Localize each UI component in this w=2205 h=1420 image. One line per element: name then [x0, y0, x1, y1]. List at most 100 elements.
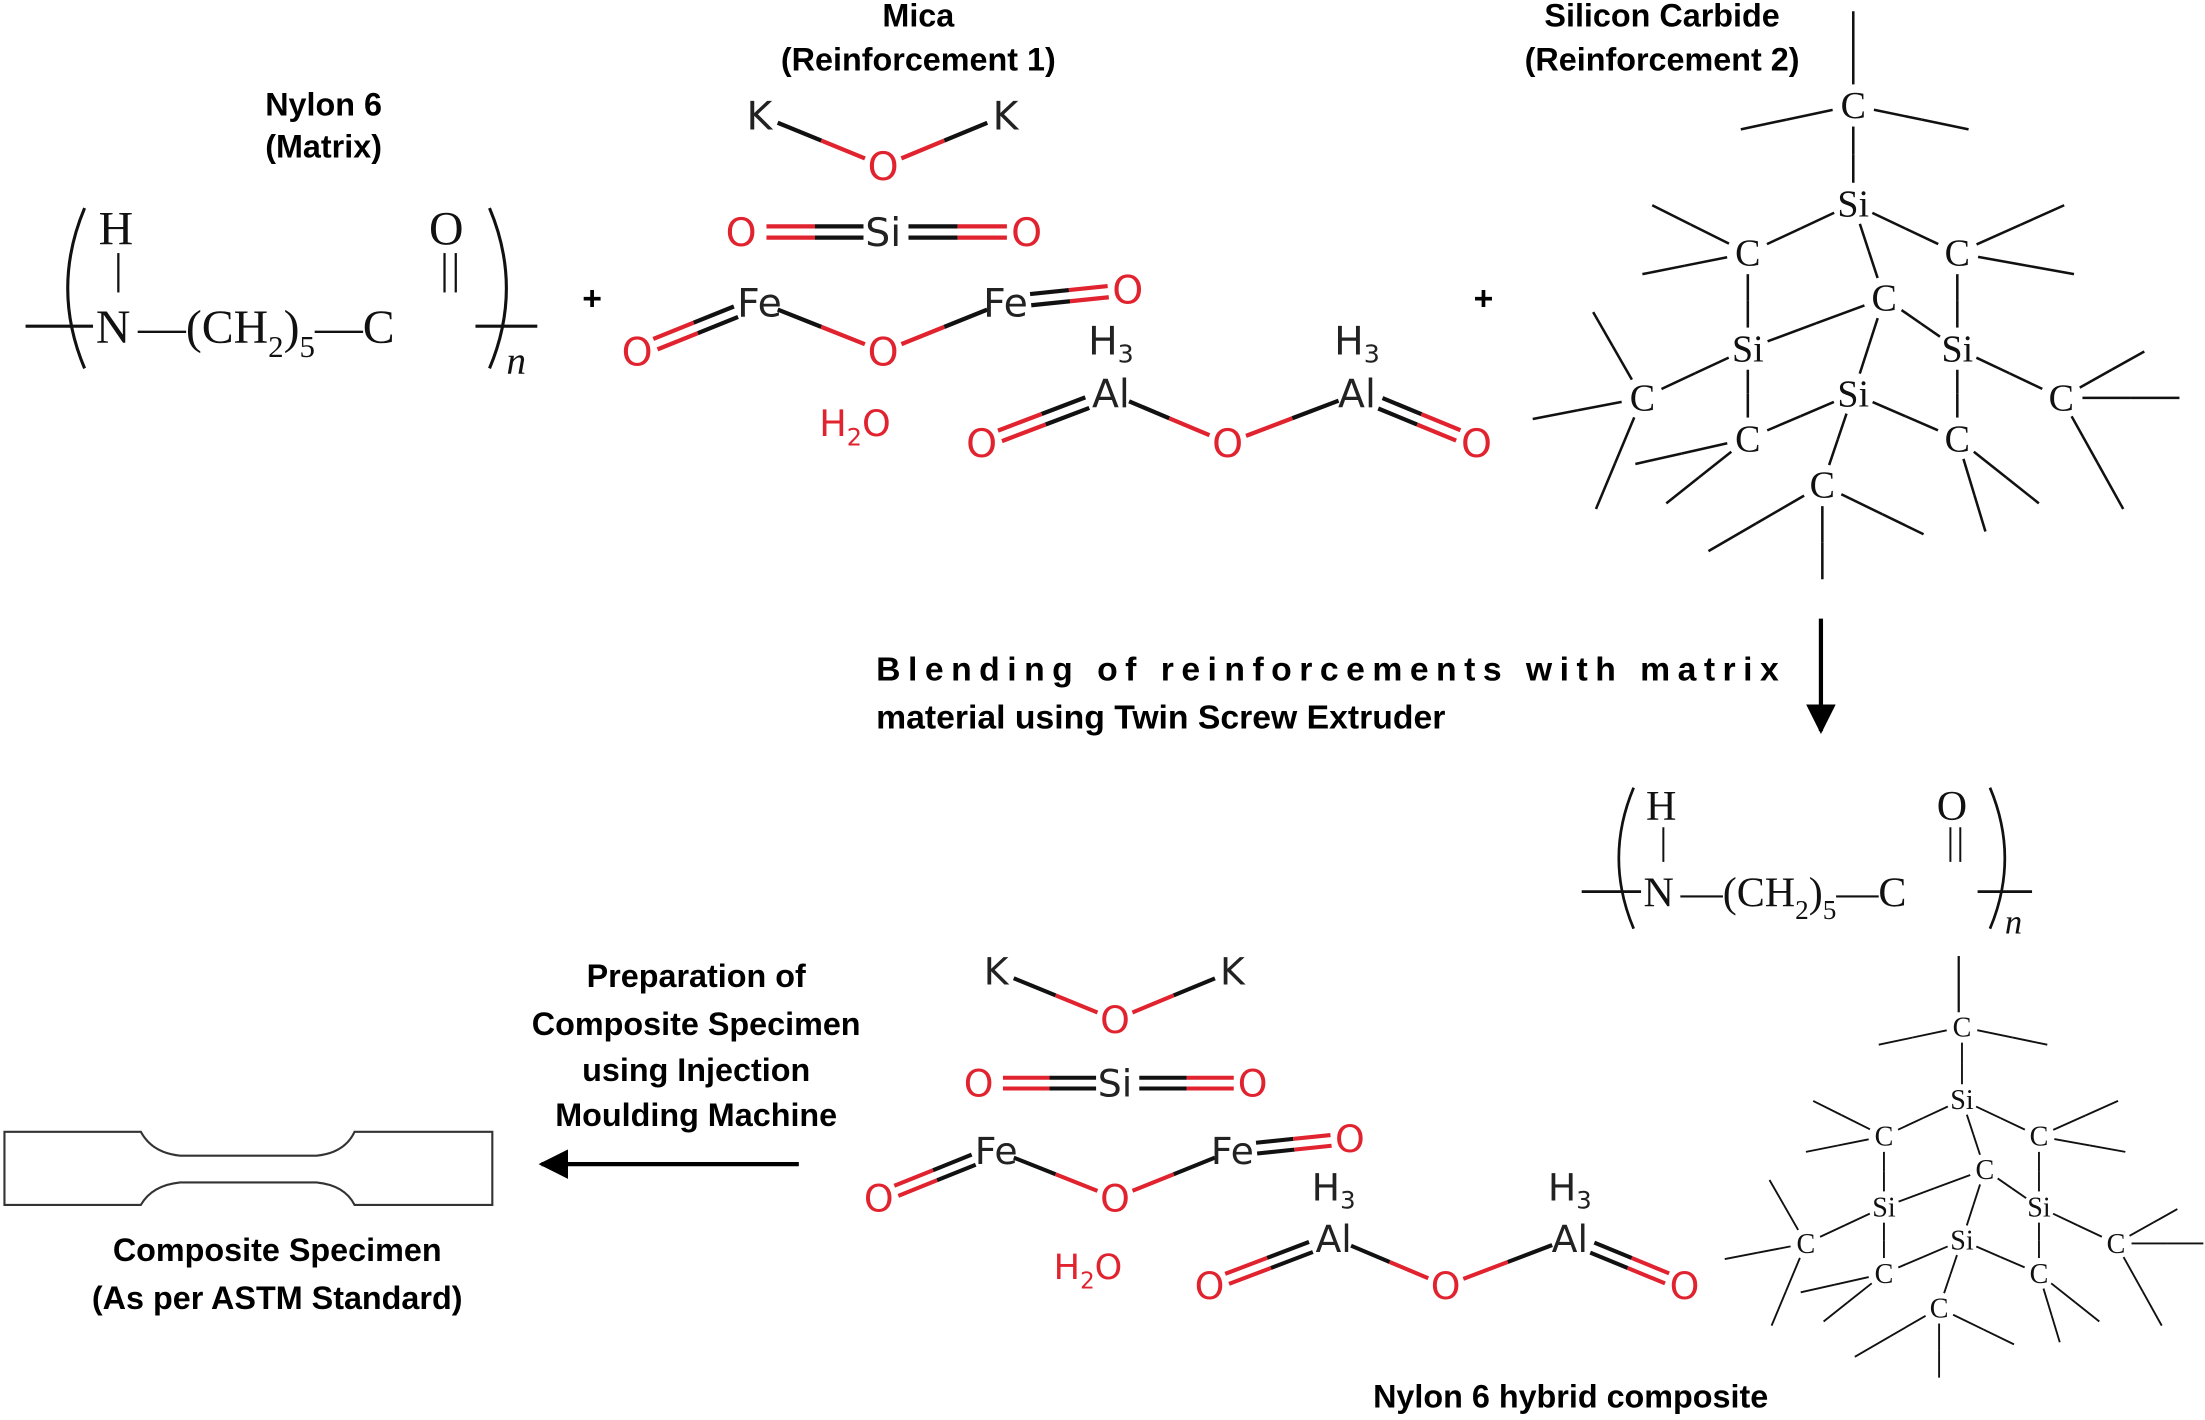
atom-o: O — [1212, 421, 1243, 467]
bond — [2052, 1212, 2078, 1227]
sic-title: Silicon Carbide — [1544, 0, 1779, 34]
atom-si: Si — [865, 210, 901, 256]
atom-fe: Fe — [983, 280, 1028, 326]
bond — [1172, 976, 1216, 998]
atom-k: K — [993, 93, 1020, 139]
specimen-subtitle: (As per ASTM Standard) — [92, 1280, 463, 1316]
bond — [1532, 409, 1578, 421]
bond — [1589, 1250, 1629, 1270]
blending-text-line1: Blending of reinforcements with matrix — [876, 650, 1779, 688]
atom-c: C — [1930, 1293, 1949, 1324]
bond — [656, 331, 699, 352]
right-bracket — [488, 207, 508, 369]
bond — [2096, 462, 2125, 510]
bond — [1128, 399, 1171, 421]
bond — [1977, 255, 2027, 267]
bond — [1889, 1314, 1927, 1338]
bond — [2054, 1138, 2090, 1147]
bond — [1977, 1029, 2013, 1039]
atom-si: Si — [1950, 1085, 1974, 1116]
atom-o: O — [1100, 998, 1130, 1042]
bond — [1576, 400, 1622, 412]
formula-part: ) — [284, 301, 300, 354]
bond — [1626, 1266, 1666, 1286]
bond — [1819, 1224, 1846, 1238]
atom-k: K — [1220, 950, 1246, 994]
bond — [1812, 1100, 1843, 1116]
atom-o: O — [868, 144, 899, 190]
bond — [1770, 1291, 1787, 1326]
bond — [1871, 211, 1906, 230]
bond — [1872, 400, 1906, 418]
bond — [1912, 1029, 1947, 1039]
bond — [1381, 396, 1423, 417]
bond — [2052, 1114, 2087, 1131]
water-sub: 2 — [847, 424, 862, 452]
atom-o: O — [1461, 421, 1492, 467]
bond — [1854, 1335, 1891, 1358]
water-o: O — [862, 402, 891, 445]
atom-si: Si — [1950, 1226, 1974, 1257]
bond — [1594, 462, 1617, 510]
bond — [943, 307, 989, 329]
bond — [1593, 1240, 1633, 1260]
bond — [1681, 442, 1728, 455]
oxygen-atom: O — [429, 203, 464, 256]
bond — [1660, 372, 1696, 391]
bond — [2089, 1144, 2126, 1153]
formula-part: —C — [314, 301, 395, 354]
atom-c: C — [1841, 85, 1866, 127]
atom-si: Si — [1732, 328, 1764, 370]
bond — [2000, 1256, 2026, 1269]
bond — [1377, 406, 1418, 427]
bond — [2085, 1100, 2119, 1117]
bond — [1844, 1212, 1871, 1227]
bond — [2129, 1221, 2154, 1237]
bond — [997, 412, 1043, 433]
bond — [1920, 322, 1941, 338]
atom-h: H3 — [1334, 318, 1380, 368]
bond — [1707, 522, 1757, 553]
bond — [1724, 1251, 1758, 1260]
left-bracket — [66, 207, 87, 369]
atom-c: C — [1953, 1012, 1972, 1043]
atom-c: C — [1945, 233, 1970, 275]
bond — [1975, 356, 2010, 375]
bond — [1294, 1143, 1332, 1152]
bond — [1172, 1155, 1216, 1177]
water-molecule: H2O — [1054, 1247, 1123, 1294]
subscript-3: 3 — [1364, 340, 1380, 369]
repeat-n: n — [2005, 904, 2022, 942]
nylon6-structure: HN—(CH2)5—COn — [25, 203, 538, 383]
atom-c: C — [1872, 278, 1897, 320]
bond — [1293, 1133, 1331, 1141]
atom-o: O — [1335, 1117, 1365, 1161]
bond — [1044, 405, 1091, 427]
bond — [900, 324, 946, 347]
bond — [2000, 1117, 2026, 1131]
bond — [1949, 1254, 1958, 1275]
bond — [1962, 458, 1976, 496]
bond — [1592, 311, 1614, 347]
bond — [1900, 309, 1922, 325]
bond — [776, 120, 823, 143]
bond — [1416, 422, 1457, 443]
bond — [2050, 1282, 2076, 1304]
atom-al: Al — [1552, 1217, 1588, 1261]
bond — [893, 1168, 934, 1188]
bond — [2153, 1208, 2178, 1224]
bond — [1983, 1328, 2015, 1346]
hybrid-nylon6-structure: HN—(CH2)5—COn — [1581, 784, 2033, 942]
atom-si: Si — [1837, 373, 1869, 415]
bond — [1840, 493, 1883, 516]
bond — [2141, 1290, 2163, 1327]
bond — [1131, 1172, 1175, 1193]
atom-c: C — [1735, 418, 1760, 460]
bond — [692, 304, 735, 325]
bond — [1847, 1282, 1873, 1304]
atom-o: O — [1670, 1264, 1700, 1308]
bond — [1823, 1301, 1849, 1323]
bond — [1997, 1177, 2013, 1190]
